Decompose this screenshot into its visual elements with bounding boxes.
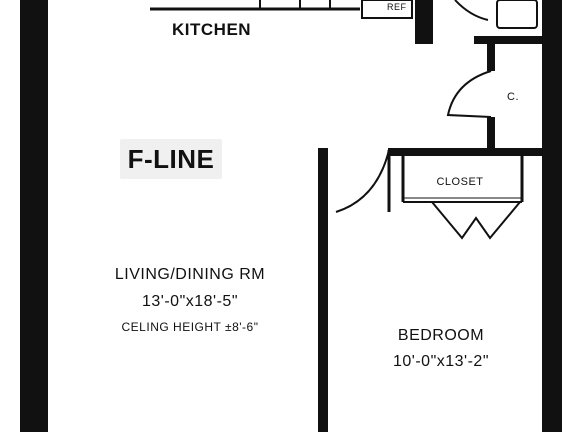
kitchen-label: KITCHEN [172, 20, 252, 39]
bedroom-label: BEDROOM [397, 327, 485, 344]
small-closet-wall [487, 44, 495, 71]
partition-wall [318, 148, 328, 432]
small-closet-door [446, 70, 492, 118]
right-exterior-wall [542, 0, 562, 432]
bath-fixture [496, 0, 538, 29]
bedroom-dimensions: 10'-0"x13'-2" [392, 353, 489, 370]
ceiling-height-label: CELING HEIGHT ±8'-6" [121, 320, 259, 334]
living-dining-label: LIVING/DINING RM [114, 266, 266, 283]
kitchen-right-wall [415, 0, 433, 44]
refrigerator-label: REF [387, 2, 407, 12]
closet-label: CLOSET [436, 176, 484, 188]
kitchen-counter [150, 0, 360, 11]
bath-lower-wall [474, 36, 542, 44]
bedroom-door-swing [335, 149, 390, 213]
unit-line-label: F-LINE [120, 139, 222, 179]
closet [401, 156, 524, 240]
refrigerator [361, 0, 413, 19]
kitchen-door-swing [454, 0, 489, 21]
small-closet-label: C. [507, 91, 519, 103]
bedroom-top-wall [388, 148, 542, 156]
left-exterior-wall [20, 0, 48, 432]
small-closet-wall-lower [487, 117, 495, 151]
living-dining-dimensions: 13'-0"x18'-5" [141, 293, 238, 310]
